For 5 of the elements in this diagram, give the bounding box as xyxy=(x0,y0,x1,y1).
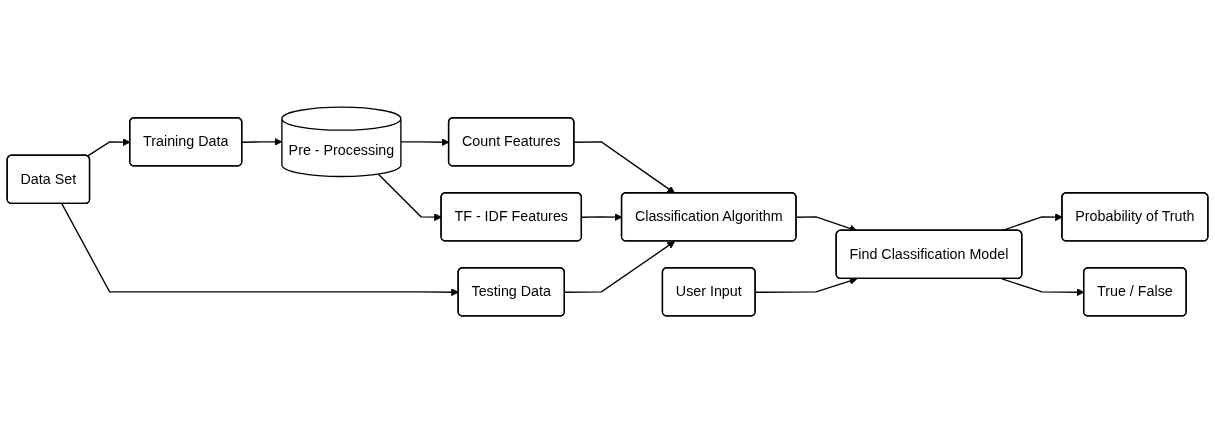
arrow xyxy=(61,203,459,297)
arrow xyxy=(377,173,442,221)
arrow xyxy=(241,137,283,146)
arrow xyxy=(573,141,676,194)
arrow xyxy=(564,241,676,293)
